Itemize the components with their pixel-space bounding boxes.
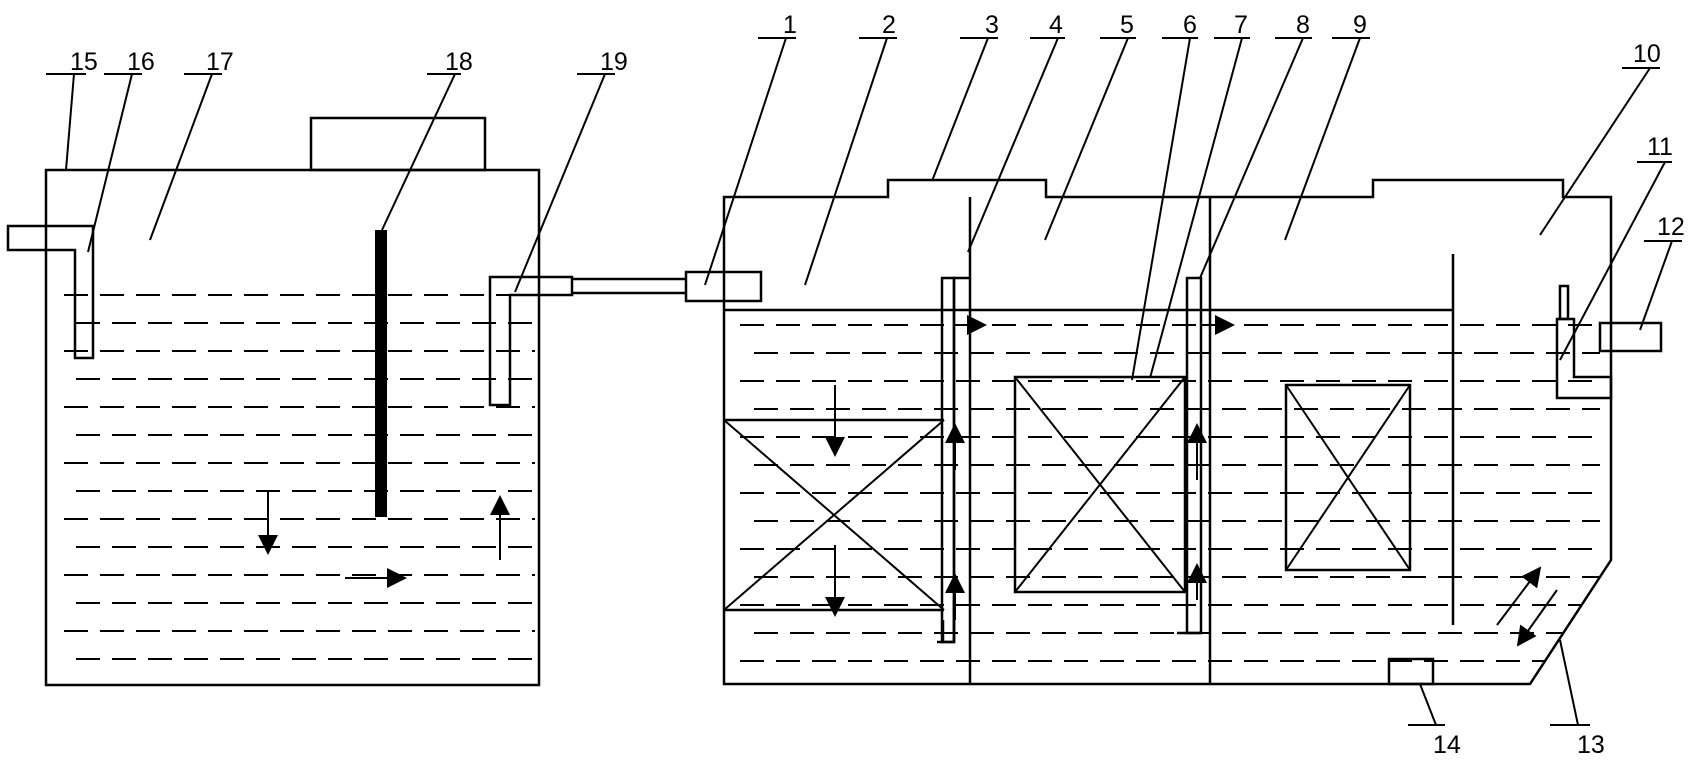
filter-media-box-3 — [1284, 383, 1412, 572]
leader-line — [46, 73, 86, 171]
outlet-weir — [1555, 284, 1613, 400]
part-labels: 1 2 3 4 5 6 7 8 9 10 11 12 13 14 15 16 1… — [70, 11, 1685, 759]
leader-line — [1539, 67, 1660, 236]
label-17: 17 — [206, 48, 234, 76]
left-tank-water-lines — [64, 294, 535, 660]
left-tank-top-cover — [309, 116, 487, 172]
leader-line — [1044, 37, 1136, 241]
leader-line — [1199, 37, 1312, 279]
bottom-port — [1387, 657, 1435, 686]
label-9: 9 — [1353, 11, 1367, 39]
leader-line — [381, 73, 461, 231]
leader-line — [1284, 37, 1370, 241]
leader-lines — [46, 37, 1682, 726]
label-19: 19 — [600, 48, 628, 76]
leader-line — [704, 37, 796, 286]
black-rod — [375, 230, 387, 517]
label-12: 12 — [1657, 213, 1685, 241]
label-4: 4 — [1049, 11, 1063, 39]
leader-line — [149, 73, 222, 241]
right-tank-water-lines — [724, 308, 1600, 662]
leader-line — [1559, 161, 1672, 361]
label-16: 16 — [127, 48, 155, 76]
leader-line — [967, 37, 1065, 253]
label-3: 3 — [985, 11, 999, 39]
leader-line — [931, 37, 998, 182]
leader-line — [804, 37, 897, 286]
label-18: 18 — [445, 48, 473, 76]
leader-line — [1149, 37, 1250, 379]
airlift-pipe-b — [1177, 276, 1235, 635]
right-tank — [722, 178, 1663, 686]
leader-line — [514, 73, 615, 293]
label-7: 7 — [1234, 11, 1248, 39]
leader-line — [1550, 639, 1590, 726]
connecting-pipe — [572, 270, 763, 303]
label-10: 10 — [1633, 40, 1661, 68]
leader-line — [87, 73, 142, 253]
filter-media-box-2 — [1013, 375, 1187, 594]
label-5: 5 — [1120, 11, 1134, 39]
leader-line — [1408, 683, 1445, 726]
flow-arrow-diagonal-down — [1516, 589, 1558, 647]
outlet-elbow-pipe — [488, 275, 574, 407]
label-11: 11 — [1647, 133, 1673, 161]
label-14: 14 — [1433, 731, 1461, 759]
label-8: 8 — [1296, 11, 1310, 39]
label-1: 1 — [783, 11, 797, 39]
left-tank — [6, 116, 574, 687]
label-15: 15 — [70, 48, 98, 76]
outlet-pipe — [1598, 321, 1663, 353]
label-2: 2 — [882, 11, 896, 39]
label-6: 6 — [1183, 11, 1197, 39]
leader-line — [1131, 37, 1198, 381]
leader-line — [1639, 240, 1682, 331]
airlift-pipe-a — [937, 276, 987, 644]
flow-arrow-diagonal-up — [1496, 566, 1542, 626]
inlet-pipe — [6, 224, 95, 360]
label-13: 13 — [1577, 731, 1605, 759]
